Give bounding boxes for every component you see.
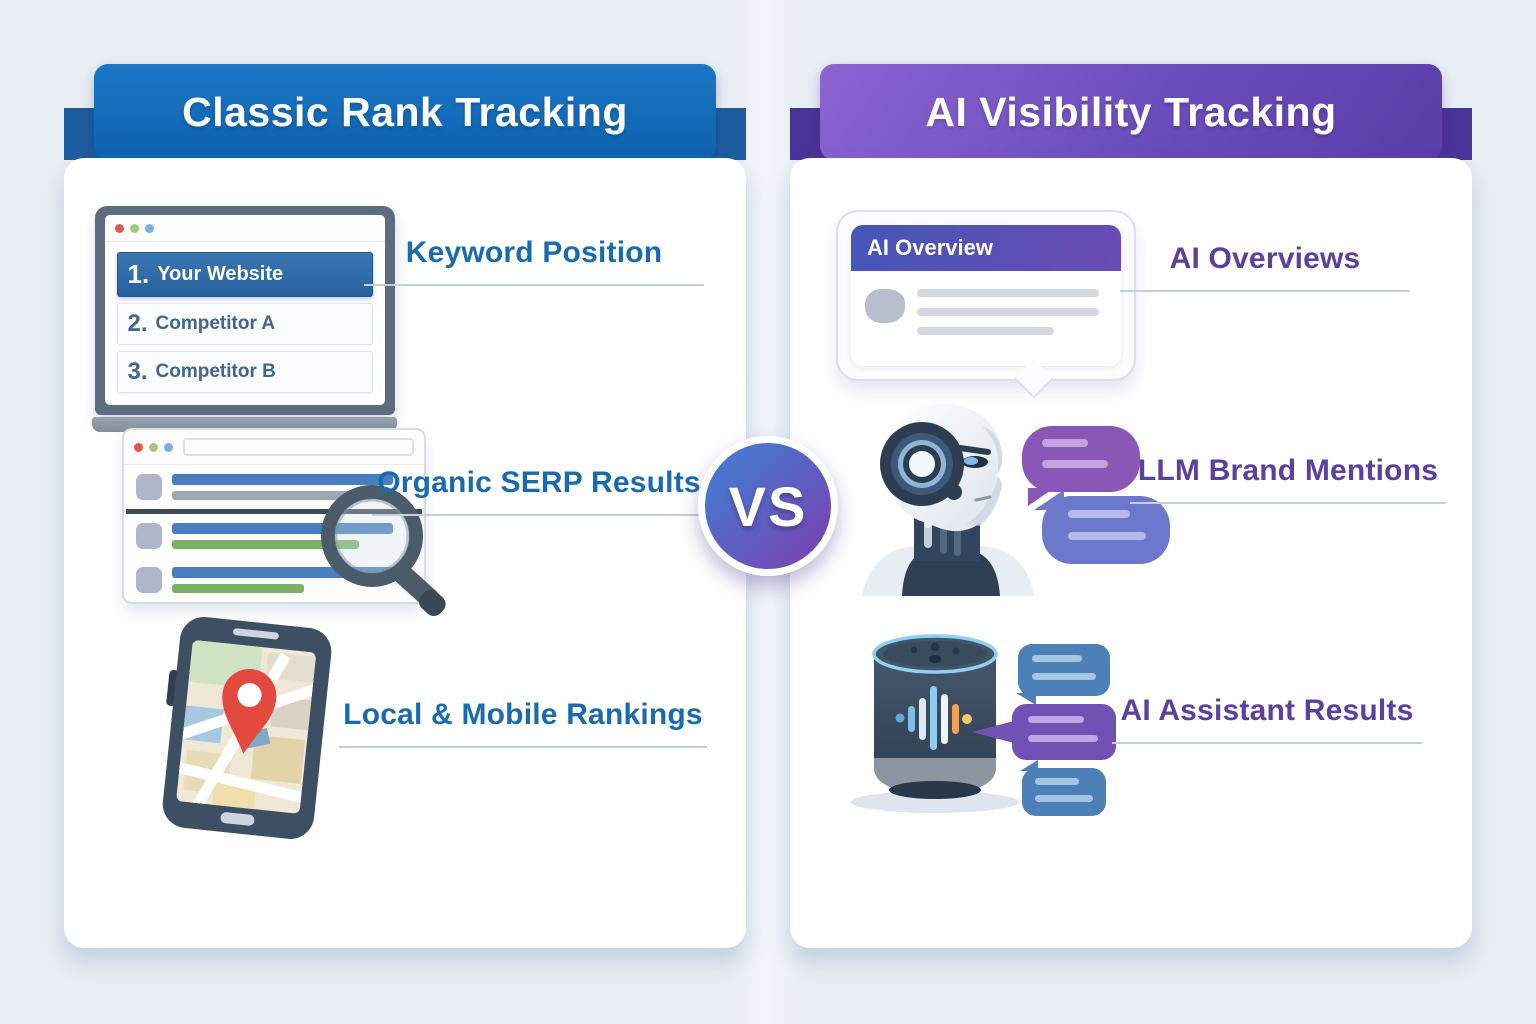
chat-bubble-blue-icon [1034,490,1170,564]
vs-badge: VS [698,436,838,576]
traffic-dot-blue-icon [144,223,154,233]
ranking-row-your-website: 1. Your Website [116,252,373,297]
address-bar [183,438,414,456]
quote-blob-icon [865,289,905,323]
rank-name: Your Website [157,263,284,285]
smart-speaker-icon [851,634,1019,813]
browser-chrome-bar [104,215,385,242]
traffic-dot-blue-icon [164,442,173,452]
left-panel: 1. Your Website 2. Competitor A 3. Compe… [64,158,746,948]
robot-head-icon [862,403,1034,596]
right-title: AI Visibility Tracking [925,88,1337,135]
ai-overview-card-body [851,271,1121,366]
serp-window [122,428,426,604]
local-mobile-rankings-label: Local & Mobile Rankings [339,698,707,748]
traffic-dot-green-icon [129,223,139,233]
traffic-dot-red-icon [134,442,143,452]
serp-result-row [124,514,424,558]
ai-visibility-tracking-column: AI Visibility Tracking AI Overview [790,0,1472,1024]
laptop-ranking-icon: 1. Your Website 2. Competitor A 3. Compe… [92,206,397,432]
ranking-row-competitor-b: 3. Competitor B [116,351,373,393]
result-favicon [136,523,162,549]
right-panel: AI Overview AI Overviews [790,158,1472,948]
serp-chrome-bar [124,430,424,465]
ranking-list: 1. Your Website 2. Competitor A 3. Compe… [105,242,385,405]
classic-rank-tracking-column: Classic Rank Tracking 1. [64,0,746,1024]
phone-map-icon [162,616,332,839]
rank-number: 2. [127,310,148,337]
chat-bubble-purple-icon [972,704,1116,760]
result-favicon [136,474,162,500]
laptop-screen: 1. Your Website 2. Competitor A 3. Compe… [94,206,395,415]
rank-number: 3. [127,358,148,385]
llm-brand-mentions-label: LLM Brand Mentions [1130,454,1446,504]
left-title: Classic Rank Tracking [182,88,628,135]
organic-serp-results-label: Organic SERP Results [372,466,706,516]
right-header-ribbon: AI Visibility Tracking [820,64,1442,160]
chat-bubble-blue-icon [1020,760,1106,816]
ai-assistant-results-label: AI Assistant Results [1112,694,1422,744]
traffic-dot-green-icon [149,442,158,452]
ai-overview-card-header: AI Overview [851,225,1121,271]
vs-label: VS [728,474,808,538]
ai-overviews-label: AI Overviews [1120,242,1410,292]
ranking-row-competitor-a: 2. Competitor A [116,303,373,345]
rank-number: 1. [127,259,150,289]
chat-bubble-blue-icon [1016,644,1110,705]
rank-name: Competitor A [155,313,276,334]
result-favicon [136,567,162,593]
serp-magnifier-icon [122,428,462,618]
serp-divider [126,509,422,514]
left-header-ribbon: Classic Rank Tracking [94,64,716,160]
keyword-position-label: Keyword Position [364,236,704,286]
chat-bubble-purple-icon [1022,426,1140,506]
serp-result-row [124,558,424,602]
ai-overview-card-icon: AI Overview [836,210,1136,399]
rank-name: Competitor B [155,361,276,382]
serp-result-row [124,465,424,509]
traffic-dot-red-icon [114,223,124,233]
